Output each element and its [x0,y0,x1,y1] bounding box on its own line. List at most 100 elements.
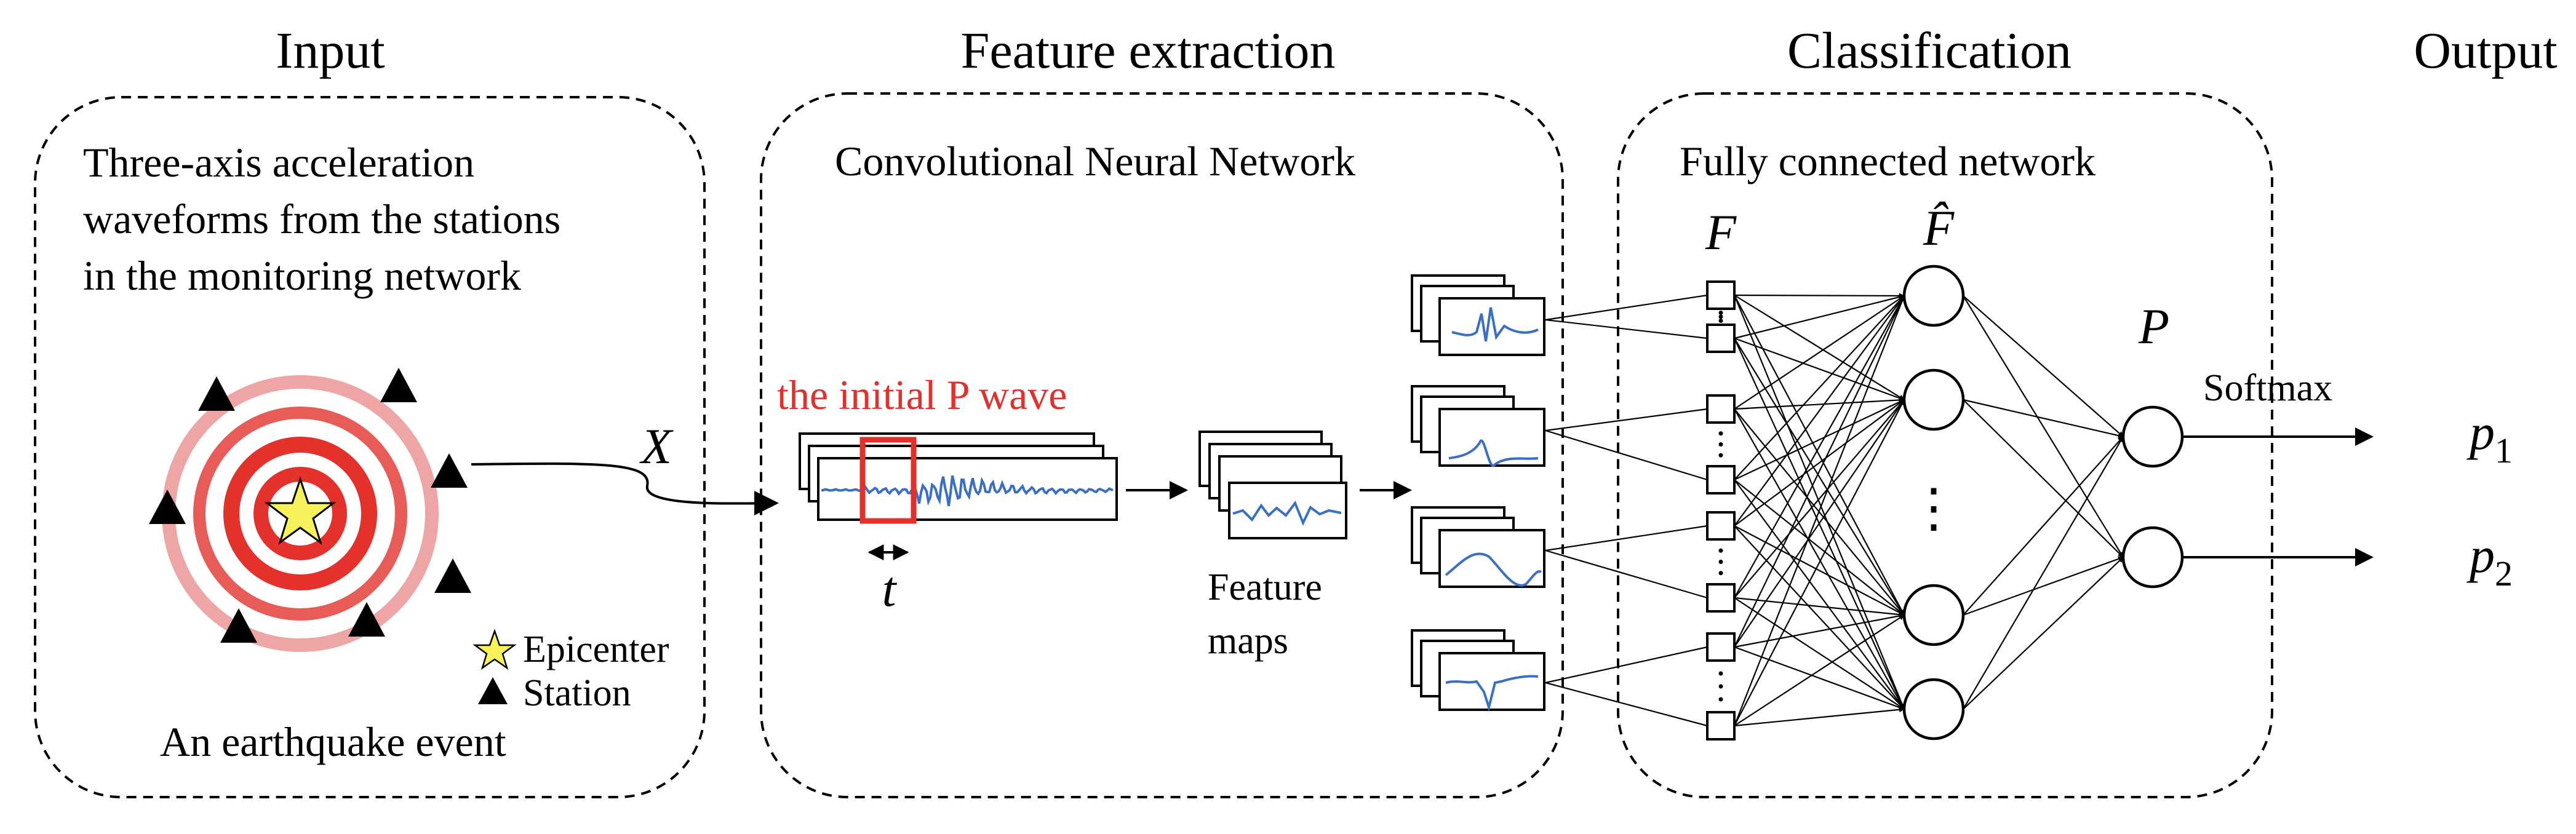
connection-line [1734,337,1905,401]
f-layer-node [1706,511,1736,541]
station-icon [348,602,385,637]
feature-map-trace [1445,552,1542,587]
connection-line [1734,294,1905,340]
input-arrow-label: X [639,418,674,474]
p-wave-label: the initial P wave [777,371,1067,418]
connection-line [1733,295,1905,710]
station-icon [434,558,471,593]
feature-maps-label-line-1: Feature [1208,566,1322,608]
section-title-classification: Classification [1787,22,2072,79]
layer-f-hat-label: F̂ [1923,200,1955,256]
connection-line [1734,399,1905,480]
station-icon [198,376,235,411]
connection-line [1963,556,2124,616]
f-layer-node [1706,324,1736,353]
connection-line [1734,525,1905,616]
connection-line [1963,295,2124,437]
f-layer-node [1706,711,1736,741]
layer-p-label: P [2138,298,2169,354]
input-description-line-1: Three-axis acceleration [83,139,474,186]
f-to-fhat-connections [1733,293,1905,727]
connection-line [1733,295,1905,726]
epicenter-star-icon [264,476,337,545]
connection-line [1734,399,1905,648]
connection-line [1545,681,1708,727]
connection-line [1734,295,1905,526]
connection-line [1545,549,1708,599]
fc-title: Fully connected network [1680,138,2095,185]
feature-map-group [1411,629,1545,712]
connection-line [1963,295,2124,558]
connection-line [1545,525,1708,552]
connection-line [1734,597,1905,710]
connection-line [1963,557,2124,710]
connection-line [1545,294,1708,321]
connection-line [1734,295,1905,648]
input-caption: An earthquake event [160,718,506,765]
legend-station-label: Station [523,672,631,714]
feature-map-trace [1232,500,1342,526]
feature-map-frame [1438,297,1545,356]
legend-epicenter-label: Epicenter [523,629,669,670]
output-feature-map-groups [1411,274,1545,712]
connection-line [1734,525,1905,710]
feature-map-trace [1448,439,1539,467]
fhat-to-p-connections [1963,295,2124,710]
output-p1: p1 [2466,404,2513,471]
connection-line [1734,295,1905,410]
f-layer-node [1706,632,1736,662]
connection-line [1734,338,1905,616]
connection-line [1545,429,1708,481]
f-layer-node [1706,394,1736,424]
feature-map-trace [1451,307,1539,342]
feature-extraction-panel [760,92,1564,798]
seismic-waveform-trace [821,475,1114,507]
connection-line [1734,597,1905,618]
section-title-feature-extraction: Feature extraction [961,22,1336,79]
connection-line [1734,293,1905,299]
connection-line [1734,614,1905,726]
section-title-input: Input [276,22,385,79]
connection-line [1734,397,1905,410]
connection-line [1734,295,1905,480]
legend: Epicenter Station [473,629,669,714]
layer-f-label: F [1705,204,1737,260]
f-layer-node [1706,465,1736,494]
connection-line [1734,479,1905,616]
legend-epicenter-star-icon [473,629,517,670]
connection-line [1734,295,1905,598]
input-arrow [471,462,779,516]
fhat-layer-node [1902,678,1965,741]
f-layer-node [1706,583,1736,613]
ellipsis-dots [1718,431,1723,458]
connection-line [1734,408,1905,710]
input-description-line-2: waveforms from the stations [83,196,560,242]
ellipsis-dots [1718,548,1723,576]
feature-to-f-connections [1545,294,1708,727]
station-icon [431,453,468,488]
connection-line [1963,436,2124,710]
connection-line [1545,408,1708,432]
fhat-layer-node [1902,368,1965,431]
output-p2: p2 [2466,527,2513,594]
feature-map-group [1411,274,1545,356]
connection-line [1734,399,1905,726]
connection-line [1545,646,1708,684]
section-title-output: Output [2414,22,2557,79]
connection-line [1734,646,1905,710]
f-layer-node [1706,280,1736,310]
connection-line [1734,613,1905,648]
feature-map-group [1411,506,1545,588]
feature-map-group [1411,385,1545,467]
classification-panel [1617,92,2273,798]
legend-station-icon [478,677,508,704]
connection-line [1963,436,2124,616]
connection-line [1734,399,1905,598]
hidden-ellipsis: ⋮ [1907,479,1960,538]
station-icon [220,608,257,643]
connection-line [1963,399,2124,558]
station-icon [149,490,186,524]
station-icon [380,368,417,402]
p-layer-node [2121,405,2184,468]
